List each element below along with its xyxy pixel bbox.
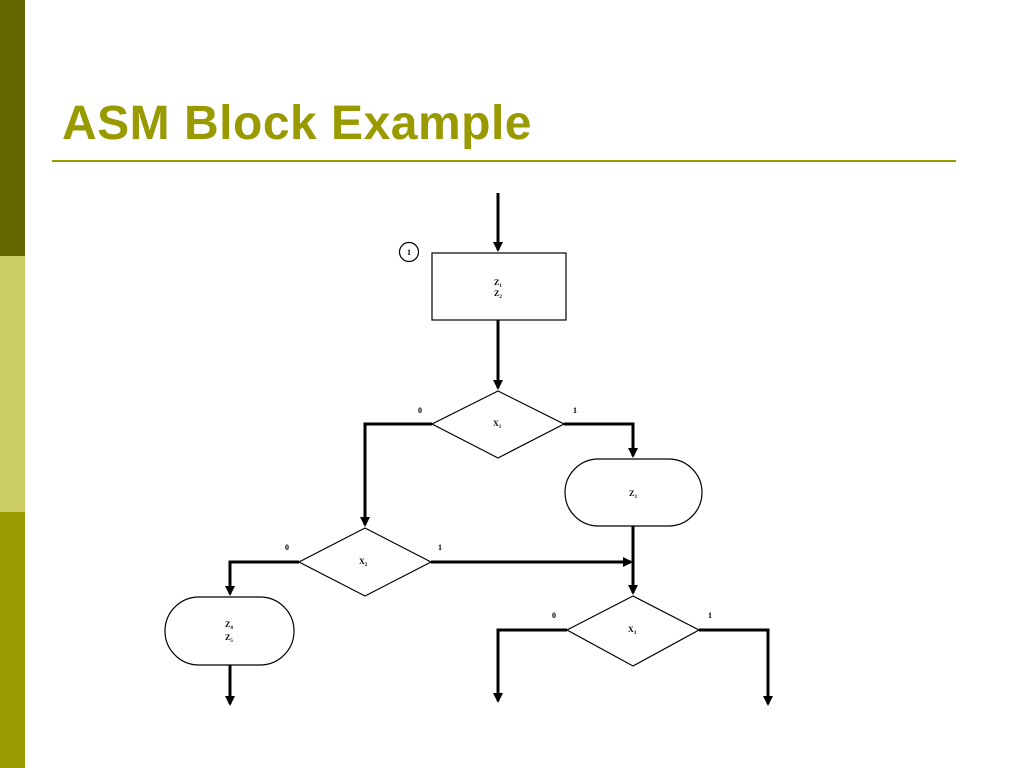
arrow-x2-false — [225, 560, 299, 596]
state-box-output-2: Z2 — [494, 289, 502, 300]
sidebar-accent-middle — [0, 256, 25, 512]
decision-x2-label: X2 — [359, 557, 368, 568]
decision-x1: X1 0 1 — [418, 390, 577, 459]
state-box: Z1 Z2 — [431, 252, 567, 321]
conditional-output-z3: Z3 — [564, 458, 703, 527]
sidebar-accent — [0, 0, 25, 768]
arrow-x1-false — [360, 422, 432, 527]
state-box-output-1: Z1 — [494, 278, 502, 289]
slide-title: ASM Block Example — [62, 97, 532, 150]
sidebar-accent-bottom — [0, 512, 25, 768]
state-marker-label: 1 — [407, 248, 411, 257]
decision-x2-false-label: 0 — [285, 543, 289, 552]
decision-x3-true-label: 1 — [708, 611, 712, 620]
decision-x2: X2 0 1 — [285, 527, 442, 597]
exit-arrow-x3-true — [699, 628, 773, 706]
sidebar-accent-top — [0, 0, 25, 256]
conditional-output-z4-label: Z4 — [225, 620, 233, 631]
decision-x3: X3 0 1 — [552, 595, 712, 667]
conditional-output-z5-label: Z5 — [225, 633, 233, 644]
arrow-x1-true — [564, 422, 638, 458]
decision-x3-false-label: 0 — [552, 611, 556, 620]
decision-x1-label: X1 — [493, 419, 502, 430]
conditional-output-z4-z5: Z4 Z5 — [164, 596, 295, 666]
title-underline — [52, 160, 956, 162]
decision-x2-true-label: 1 — [438, 543, 442, 552]
decision-x3-label: X3 — [628, 625, 637, 636]
conditional-output-z3-label: Z3 — [629, 489, 637, 500]
decision-x1-false-label: 0 — [418, 406, 422, 415]
decision-x1-true-label: 1 — [573, 406, 577, 415]
exit-arrow-x3-false — [493, 628, 567, 703]
state-marker: 1 — [398, 241, 420, 263]
